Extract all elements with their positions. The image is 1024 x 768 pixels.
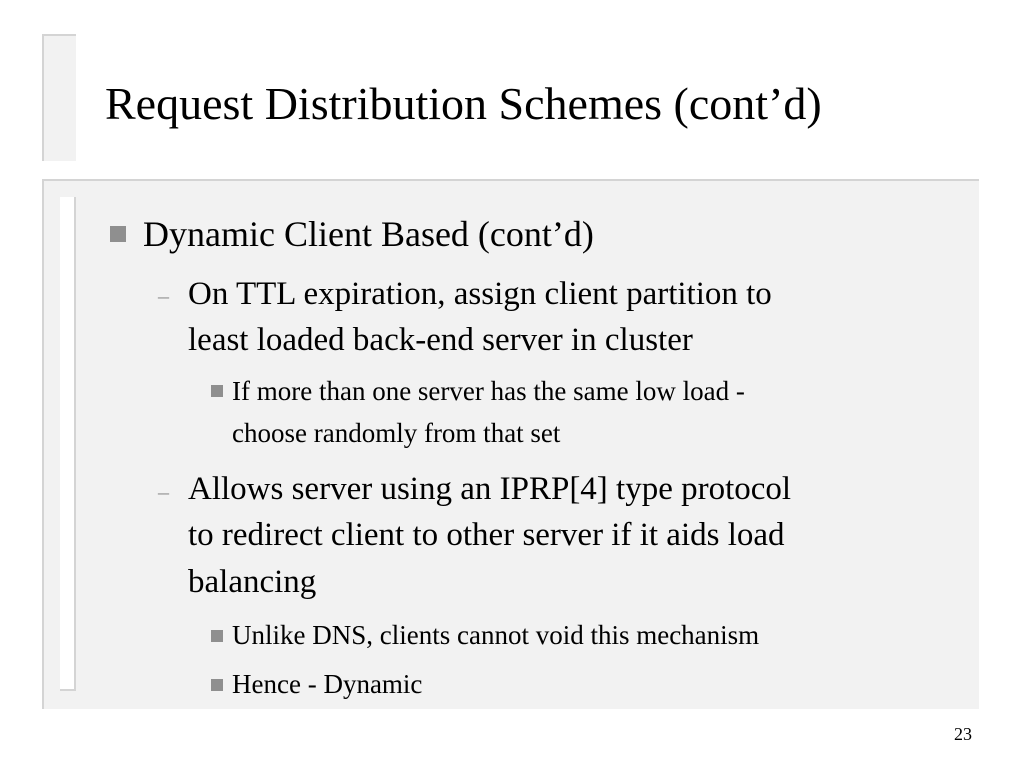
bullet-level2-text-line2: to redirect client to other server if it… [188,517,785,553]
content-panel [42,179,979,709]
bullet-level3-text: Hence - Dynamic [232,669,423,699]
square-bullet-icon [211,679,223,691]
bullet-level2-text-line1: Allows server using an IPRP[4] type prot… [188,471,792,507]
bullet-level2-text-line3: balancing [188,564,317,600]
dash-bullet-icon: – [158,479,169,504]
dash-bullet-icon: – [158,283,169,308]
bullet-level3-text-line1: If more than one server has the same low… [232,376,745,406]
square-bullet-icon [110,226,126,242]
bullet-level2-text-line2: least loaded back-end server in cluster [188,322,693,358]
page-number: 23 [954,724,972,744]
content-accent-bracket [60,197,76,691]
square-bullet-icon [211,385,223,397]
bullet-level3-text: Unlike DNS, clients cannot void this mec… [232,620,760,650]
square-bullet-icon [211,630,223,642]
bullet-level1-text: Dynamic Client Based (cont’d) [143,214,594,254]
title-accent-bar [42,34,76,161]
slide-title: Request Distribution Schemes (cont’d) [105,78,822,129]
bullet-level2-text-line1: On TTL expiration, assign client partiti… [188,276,772,312]
bullet-level3-text-line2: choose randomly from that set [232,418,561,448]
